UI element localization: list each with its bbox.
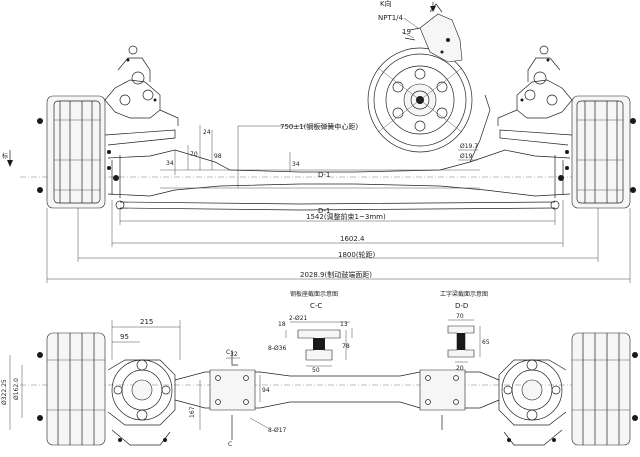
- left-knuckle-top: [104, 45, 179, 146]
- dim-phi322: Ø322.25: [1, 379, 8, 405]
- section-cc: 钢板座截面示意图 C-C 2-Ø21 8-Ø36 18 13 78 50: [268, 290, 353, 374]
- k-view-caliper: [404, 3, 463, 63]
- cc-13: 13: [340, 321, 348, 328]
- k-view-hub: [367, 47, 473, 153]
- right-hub-front: [498, 359, 567, 446]
- k-view-label: K向: [380, 0, 392, 8]
- dim-70: 70: [190, 151, 198, 158]
- section-cc-title: 钢板座截面示意图: [290, 290, 338, 298]
- dim-phi19-7: Ø19.7: [460, 143, 478, 150]
- dim-167: 167: [189, 406, 196, 418]
- cc-50: 50: [312, 367, 320, 374]
- side-label: 标: [2, 152, 8, 160]
- d19-label: 19: [402, 28, 411, 36]
- dim-32: 32: [230, 351, 238, 358]
- dim-34-right: 34: [292, 161, 300, 168]
- right-brake-drum-top: [565, 95, 636, 209]
- dim-24: 24: [203, 129, 211, 136]
- section-d1-upper: D-1: [318, 171, 330, 179]
- dim-94: 94: [262, 387, 270, 394]
- c-marker-top: C: [226, 349, 230, 356]
- top-view: K向 NPT1/4 19 750±1(钢板弹簧中心距) 24 70 98 34 …: [2, 0, 636, 283]
- right-knuckle-top: [497, 45, 573, 146]
- right-brake-drum-front: [571, 332, 638, 446]
- dim-1602: 1602.4: [340, 235, 365, 243]
- cc-18: 18: [278, 321, 286, 328]
- left-brake-drum-top: [37, 95, 111, 209]
- steering-arm-top: [469, 94, 491, 163]
- section-dd: 工字梁截面示意图 D-D 70 65 20: [440, 290, 490, 372]
- cc-8phi36: 8-Ø36: [268, 345, 287, 352]
- cc-78: 78: [342, 343, 350, 350]
- i-beam-front: [174, 369, 500, 430]
- dim-1542: 1542(调整前束1~3mm): [306, 212, 386, 221]
- c-section-markers: [231, 350, 238, 440]
- dd-70: 70: [456, 313, 464, 320]
- direction-arrow: [7, 150, 13, 167]
- dim-215: 215: [140, 318, 153, 326]
- dim-phi162: Ø162.0: [13, 378, 20, 400]
- cc-2phi21: 2-Ø21: [289, 315, 308, 322]
- k-view-arrow: [430, 2, 436, 12]
- left-hub-front: [107, 359, 176, 446]
- npt-label: NPT1/4: [378, 14, 404, 22]
- dim-phi19: Ø19: [460, 153, 473, 160]
- tie-rod-top: [115, 200, 560, 211]
- dim-95: 95: [120, 333, 129, 341]
- dim-98: 98: [214, 153, 222, 160]
- dim-750: 750±1(钢板弹簧中心距): [280, 122, 358, 131]
- dim-8phi17: 8-Ø17: [268, 427, 287, 434]
- dim-2028: 2028.9(制动鼓端面距): [300, 270, 372, 279]
- section-dd-name: D-D: [455, 302, 468, 310]
- dim-34-left: 34: [166, 160, 174, 167]
- dd-20: 20: [456, 365, 464, 372]
- section-d1-lower: D-1: [318, 207, 330, 215]
- section-dd-title: 工字梁截面示意图: [440, 290, 488, 298]
- section-cc-name: C-C: [310, 302, 322, 310]
- top-dimension-lines: [46, 17, 631, 283]
- dim-1800: 1800(轮距): [338, 250, 376, 259]
- c-marker-bottom: C: [228, 441, 232, 448]
- i-beam-top: [107, 149, 571, 198]
- dd-65: 65: [482, 339, 490, 346]
- bottom-dimension-lines: [9, 320, 269, 430]
- left-brake-drum-front: [37, 332, 106, 446]
- bottom-view: 215 95 Ø322.25 Ø162.0 C 32 94 167 C 8-Ø1…: [1, 318, 638, 448]
